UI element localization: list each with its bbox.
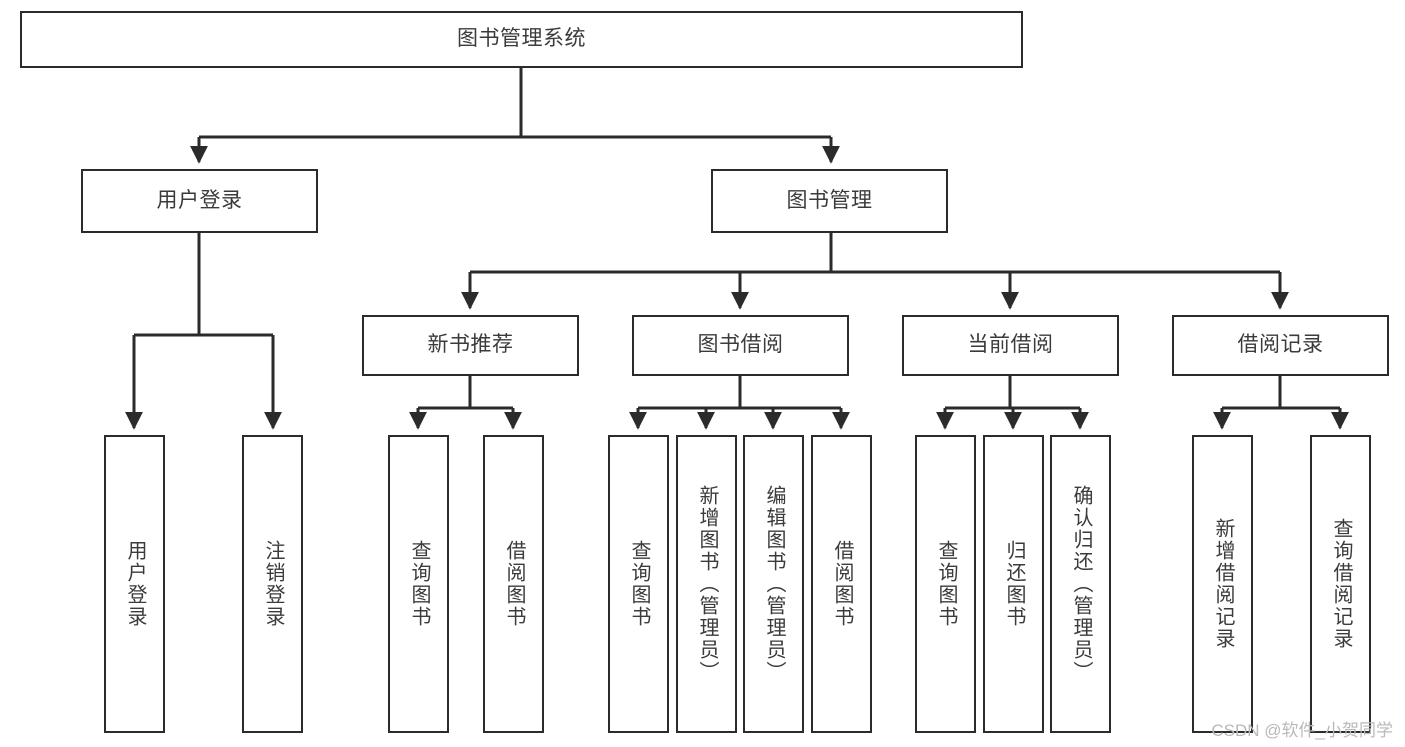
leaf-logout-login-label: 注销登录 [262, 540, 284, 628]
leaf-query-borrow-record-label: 查询借阅记录 [1330, 518, 1352, 650]
current-borrow-to-leaves-connector [936, 376, 1089, 430]
book-manage-to-level3-connector [461, 233, 1289, 310]
node-root-label: 图书管理系统 [457, 27, 586, 51]
node-current-borrow-label: 当前借阅 [967, 333, 1054, 357]
leaf-add-book-admin-label: 新增图书（管理员） [696, 485, 718, 683]
node-user-login-label: 用户登录 [156, 188, 243, 212]
leaf-query-book-current[interactable]: 查询图书 [915, 435, 976, 733]
root-to-level2-connector [190, 68, 840, 164]
leaf-user-login[interactable]: 用户登录 [104, 435, 165, 733]
leaf-user-login-label: 用户登录 [124, 540, 146, 628]
leaf-confirm-return-admin[interactable]: 确认归还（管理员） [1050, 435, 1111, 733]
leaf-edit-book-admin[interactable]: 编辑图书（管理员） [743, 435, 804, 733]
leaf-query-book-borrow-label: 查询图书 [628, 540, 650, 628]
node-user-login[interactable]: 用户登录 [81, 169, 318, 233]
node-book-borrow-label: 图书借阅 [697, 333, 784, 357]
leaf-query-book-current-label: 查询图书 [935, 540, 957, 628]
leaf-return-book[interactable]: 归还图书 [983, 435, 1044, 733]
node-book-borrow[interactable]: 图书借阅 [632, 315, 849, 376]
leaf-confirm-return-admin-label: 确认归还（管理员） [1070, 485, 1092, 683]
node-borrow-record-label: 借阅记录 [1237, 333, 1324, 357]
node-book-manage[interactable]: 图书管理 [711, 169, 948, 233]
leaf-logout-login[interactable]: 注销登录 [242, 435, 303, 733]
leaf-edit-book-admin-label: 编辑图书（管理员） [763, 485, 785, 683]
node-root[interactable]: 图书管理系统 [20, 11, 1023, 68]
leaf-query-book-recommend-label: 查询图书 [408, 540, 430, 628]
leaf-query-book-recommend[interactable]: 查询图书 [388, 435, 449, 733]
borrow-record-to-leaves-connector [1213, 376, 1349, 430]
csdn-watermark: CSDN @软件_小贺同学 [1211, 721, 1393, 740]
user-login-to-leaves-connector [125, 233, 282, 430]
leaf-add-borrow-record-label: 新增借阅记录 [1212, 518, 1234, 650]
leaf-query-borrow-record[interactable]: 查询借阅记录 [1310, 435, 1371, 733]
leaf-borrow-book-recommend-label: 借阅图书 [503, 540, 525, 628]
leaf-return-book-label: 归还图书 [1003, 540, 1025, 628]
node-new-book-recommend[interactable]: 新书推荐 [362, 315, 579, 376]
leaf-add-book-admin[interactable]: 新增图书（管理员） [676, 435, 737, 733]
new-book-rec-to-leaves-connector [409, 376, 522, 430]
leaf-borrow-book-borrow[interactable]: 借阅图书 [811, 435, 872, 733]
node-current-borrow[interactable]: 当前借阅 [902, 315, 1119, 376]
leaf-borrow-book-borrow-label: 借阅图书 [831, 540, 853, 628]
leaf-query-book-borrow[interactable]: 查询图书 [608, 435, 669, 733]
book-borrow-to-leaves-connector [629, 376, 850, 430]
node-book-manage-label: 图书管理 [786, 188, 873, 212]
leaf-borrow-book-recommend[interactable]: 借阅图书 [483, 435, 544, 733]
node-new-book-recommend-label: 新书推荐 [427, 333, 514, 357]
node-borrow-record[interactable]: 借阅记录 [1172, 315, 1389, 376]
leaf-add-borrow-record[interactable]: 新增借阅记录 [1192, 435, 1253, 733]
